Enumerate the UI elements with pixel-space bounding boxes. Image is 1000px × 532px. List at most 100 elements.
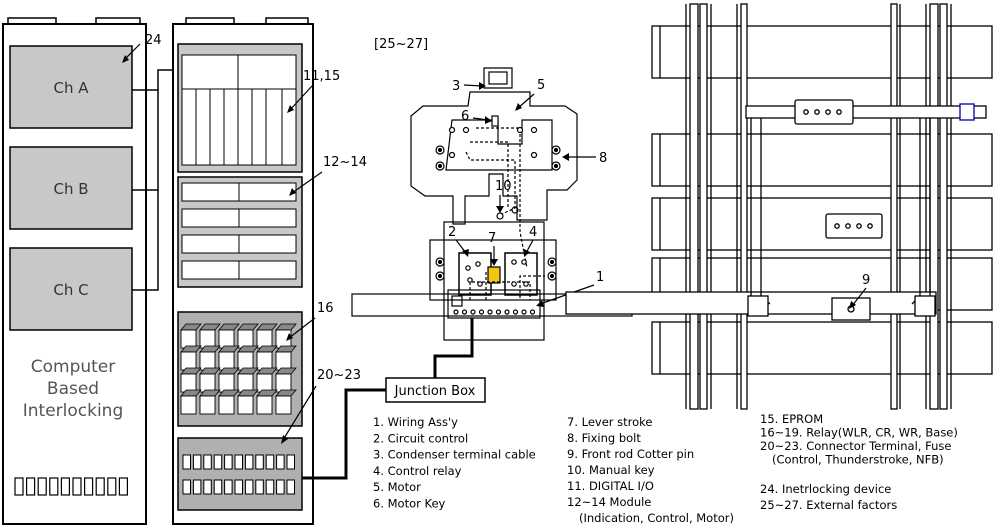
relay [256,373,273,393]
terminal [213,454,223,470]
relay [218,329,235,349]
terminal [276,479,285,495]
callout-24: 24 [145,33,162,48]
legend-item: 15. EPROM [760,412,823,426]
relay [199,329,216,349]
terminal [234,479,243,495]
terminal [182,454,191,470]
terminal [224,479,233,495]
channel-c-box [9,247,133,331]
cbi-label-line1: Computer [31,357,116,377]
callout-7: 7 [488,231,496,246]
callout-8: 8 [599,151,607,166]
relay [256,329,273,349]
terminal [276,454,285,470]
legend-item: 24. Inetrlocking device [760,482,891,496]
terminal-panel [177,437,303,511]
callout-4: 4 [529,225,537,240]
cable-jb-to-machine [433,318,474,378]
channel-c-label: Ch C [53,281,88,299]
legend-item: 16~19. Relay(WLR, CR, WR, Base) [760,426,958,440]
terminal [203,479,212,495]
terminal [255,479,264,495]
cbi-slot [118,477,129,496]
cbi-slot-row [14,477,129,496]
cbi-label-line2: Based [47,379,99,399]
relay [199,351,216,371]
terminal [244,454,254,470]
relay [275,395,292,415]
cbi-slot [49,477,59,496]
channel-a-box [9,45,133,129]
junction-box-label: Junction Box [394,384,476,399]
switch-title: [25~27] [374,37,428,52]
terminal [255,454,264,470]
legend-item: 25~27. External factors [760,498,897,512]
cbi-slot [37,477,47,496]
callout-1: 1 [596,270,604,285]
callout-20-23: 20~23 [317,368,361,383]
relay [275,373,292,393]
legend-item: 7. Lever stroke [567,415,653,429]
terminal [224,454,233,470]
relay [237,351,254,371]
relay [218,395,235,415]
terminal [265,454,275,470]
callout-11-15: 11,15 [303,69,340,84]
cbi-slot [26,477,36,496]
terminal [286,479,295,495]
channel-a-label: Ch A [53,79,89,97]
legend-item: 2. Circuit control [373,431,468,445]
cable-terminal-to-jb [302,388,386,480]
terminal [203,454,212,470]
channel-b-label: Ch B [53,180,88,198]
legend-item: (Indication, Control, Motor) [579,511,734,525]
legend-item: 3. Condenser terminal cable [373,448,536,462]
terminal [234,454,243,470]
cbi-slot [60,477,71,496]
legend-item: (Control, Thunderstroke, NFB) [772,453,944,467]
callout-2: 2 [448,225,456,240]
relay [199,395,216,415]
relay [180,373,197,393]
cbi-slot [14,477,24,496]
cbi-label-line3: Interlocking [23,401,124,421]
legend-item: 11. DIGITAL I/O [567,479,654,493]
relay [256,351,273,371]
track-layout [565,3,993,410]
terminal [213,479,223,495]
cbi-slot [83,477,94,496]
callout-12-14: 12~14 [323,155,367,170]
relay [218,373,235,393]
terminal [192,479,202,495]
relay [180,351,197,371]
legend-item: 9. Front rod Cotter pin [567,447,694,461]
legend-item: 4. Control relay [373,464,462,478]
channel-b-box [9,146,133,230]
cbi-slot [95,477,105,496]
callout-9: 9 [862,273,870,288]
cbi-slot [107,477,117,496]
terminal [182,479,191,495]
callout-3: 3 [452,79,460,94]
callout-10: 10 [495,179,512,194]
legend-item: 20~23. Connector Terminal, Fuse [760,439,951,453]
relay [180,329,197,349]
relay [237,395,254,415]
cbi-cabinet: Ch A Ch B Ch C Computer Based Interlocki… [2,17,162,525]
terminal [286,454,295,470]
legend-item: 1. Wiring Ass'y [373,415,458,429]
terminal [265,479,275,495]
module-cabinet: 11,15 12~14 16 20~23 [172,17,367,525]
point-machine-callouts: 3 5 6 8 10 2 7 4 1 [448,78,607,307]
channel-links [132,69,182,291]
terminal [244,479,254,495]
relay [275,351,292,371]
relay [218,351,235,371]
relay [237,329,254,349]
legend-item: 10. Manual key [567,463,655,477]
terminal [192,454,202,470]
relay [237,373,254,393]
legend-item: 8. Fixing bolt [567,431,641,445]
